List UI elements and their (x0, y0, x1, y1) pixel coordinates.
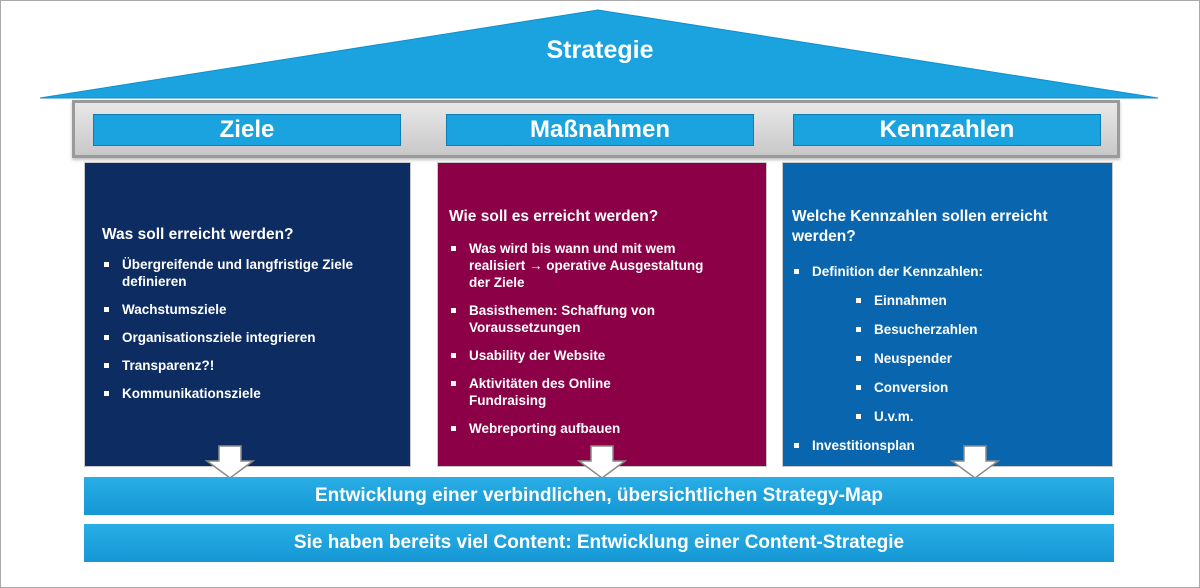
pillar-question: Was soll erreicht werden? (102, 226, 294, 243)
label-kennzahlen: Kennzahlen (793, 114, 1101, 146)
content-strategy-bar: Sie haben bereits viel Content: Entwickl… (84, 524, 1114, 562)
pillar-question: Welche Kennzahlen sollen erreicht werden… (792, 208, 1048, 245)
roof-shape (39, 9, 1159, 99)
list-item: Was wird bis wann und mit wem realisiert… (449, 240, 724, 291)
pillar-list: Übergreifende und langfristige Ziele def… (102, 256, 372, 402)
sub-list-item: Neuspender (792, 350, 1092, 367)
sub-list-item: Besucherzahlen (792, 321, 1092, 338)
down-arrow-icon (205, 445, 255, 479)
label-massnahmen: Maßnahmen (446, 114, 754, 146)
pillar-list: Was wird bis wann und mit wem realisiert… (449, 240, 749, 437)
list-item: Kommunikationsziele (102, 385, 372, 402)
list-item: Aktivitäten des Online Fundraising (449, 375, 639, 409)
sub-list-item: Einnahmen (792, 292, 1092, 309)
pillar-list: Definition der Kennzahlen: Einnahmen Bes… (792, 263, 1092, 454)
list-item: Übergreifende und langfristige Ziele def… (102, 256, 372, 290)
strategy-title: Strategie (546, 36, 654, 64)
down-arrow-icon (577, 445, 627, 479)
list-item: Definition der Kennzahlen: (792, 263, 1092, 280)
list-item: Transparenz?! (102, 357, 372, 374)
pillar-question: Wie soll es erreicht werden? (449, 208, 659, 225)
sub-list-item: U.v.m. (792, 408, 1092, 425)
label-ziele: Ziele (93, 114, 401, 146)
list-item: Basisthemen: Schaffung von Voraussetzung… (449, 302, 674, 336)
list-item: Organisationsziele integrieren (102, 329, 372, 346)
sub-list-item: Conversion (792, 379, 1092, 396)
pillar-kennzahlen: Welche Kennzahlen sollen erreicht werden… (782, 162, 1113, 467)
pillar-massnahmen: Wie soll es erreicht werden? Was wird bi… (437, 162, 767, 467)
down-arrow-icon (950, 445, 1000, 479)
list-item: Usability der Website (449, 347, 749, 364)
list-item: Wachstumsziele (102, 301, 372, 318)
list-item: Webreporting aufbauen (449, 420, 749, 437)
list-item: Investitionsplan (792, 437, 1092, 454)
strategy-map-bar: Entwicklung einer verbindlichen, übersic… (84, 477, 1114, 515)
pillar-ziele: Was soll erreicht werden? Übergreifende … (84, 162, 411, 467)
